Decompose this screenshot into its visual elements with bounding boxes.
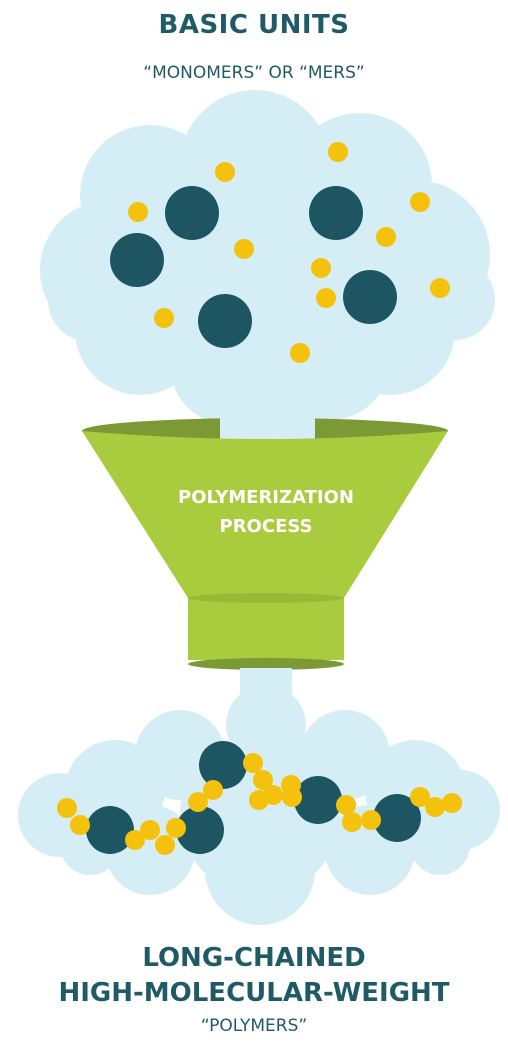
monomer-large [110, 233, 164, 287]
monomer-small [155, 835, 175, 855]
monomer-large [294, 776, 342, 824]
funnel-cone [82, 431, 448, 598]
small-monomers-top [128, 142, 450, 363]
large-monomers-top [110, 186, 397, 348]
monomer-small [376, 227, 396, 247]
monomer-small [140, 820, 160, 840]
monomer-cloud [40, 90, 495, 440]
monomer-large [373, 794, 421, 842]
monomer-small [70, 815, 90, 835]
monomer-small [188, 792, 208, 812]
result-title-line2: HIGH-MOLECULAR-WEIGHT [58, 978, 450, 1008]
funnel: POLYMERIZATION PROCESS [82, 405, 448, 670]
monomer-small [154, 308, 174, 328]
monomer-small [425, 797, 445, 817]
monomer-small [249, 790, 269, 810]
monomer-small [128, 202, 148, 222]
monomer-small [243, 753, 263, 773]
page-title: BASIC UNITS [158, 10, 350, 40]
monomer-small [282, 787, 302, 807]
monomer-small [253, 770, 273, 790]
monomer-small [311, 258, 331, 278]
monomer-small [430, 278, 450, 298]
monomer-small [410, 787, 430, 807]
monomer-small [361, 810, 381, 830]
monomer-large [86, 806, 134, 854]
monomer-small [215, 162, 235, 182]
monomer-small [442, 793, 462, 813]
monomer-small [342, 812, 362, 832]
funnel-spout-bottom [188, 658, 344, 670]
monomer-large [176, 806, 224, 854]
result-title-line1: LONG-CHAINED [142, 943, 366, 973]
monomer-large [198, 294, 252, 348]
monomer-small [57, 798, 77, 818]
monomer-small [290, 343, 310, 363]
monomer-small [125, 830, 145, 850]
funnel-label-line1: POLYMERIZATION [178, 487, 354, 508]
monomer-small [328, 142, 348, 162]
monomer-large [309, 186, 363, 240]
funnel-label-line2: PROCESS [220, 516, 313, 537]
polymer-chain-small [57, 753, 462, 855]
polymer-chain-large [86, 741, 421, 854]
page-subtitle: “MONOMERS” OR “MERS” [143, 63, 365, 83]
monomer-large [165, 186, 219, 240]
result-subtitle: “POLYMERS” [200, 1016, 308, 1036]
monomer-large [199, 741, 247, 789]
monomer-small [234, 239, 254, 259]
monomer-small [410, 192, 430, 212]
monomer-large [343, 270, 397, 324]
monomer-small [203, 780, 223, 800]
monomer-small [336, 795, 356, 815]
monomer-small [166, 818, 186, 838]
monomer-small [316, 288, 336, 308]
